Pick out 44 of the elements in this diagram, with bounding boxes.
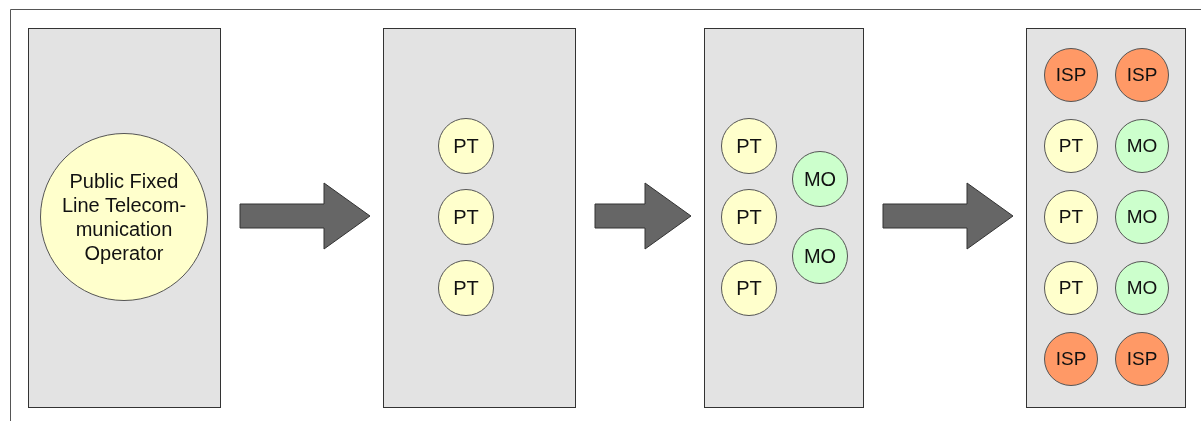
circle-node [1044,332,1098,386]
circle-node [438,118,494,174]
block-arrow [882,182,1014,250]
circle-node [1115,190,1169,244]
panel-box [28,28,221,408]
circle-node [438,260,494,316]
node-label: PT [1058,134,1084,158]
node-label: MO [1126,205,1158,229]
node-label: MO [803,167,837,191]
node-label: ISP [1055,63,1087,87]
circle-node [1115,48,1169,102]
node-label: MO [1126,134,1158,158]
circle-node [1115,332,1169,386]
panel-box [704,28,864,408]
node-label: PT [736,134,762,158]
circle-node [792,228,848,284]
node-label: MO [803,244,837,268]
node-label: PT [1058,205,1084,229]
block-arrow [594,182,692,250]
node-label: ISP [1126,63,1158,87]
panel-box [383,28,576,408]
circle-node [1044,119,1098,173]
node-label: MO [1126,276,1158,300]
circle-node [721,189,777,245]
circle-node [1044,261,1098,315]
circle-node [1115,261,1169,315]
circle-node [721,260,777,316]
node-label: ISP [1055,347,1087,371]
circle-node [438,189,494,245]
circle-node [1044,190,1098,244]
node-label: Public Fixed Line Telecom-munication Operator [61,169,187,265]
circle-node [721,118,777,174]
node-label: PT [453,134,479,158]
node-label: PT [453,276,479,300]
circle-node [1115,119,1169,173]
node-label: PT [453,205,479,229]
node-label: PT [736,205,762,229]
node-label: PT [736,276,762,300]
node-label: PT [1058,276,1084,300]
circle-node [1044,48,1098,102]
panel-box [1026,28,1186,408]
circle-node [792,151,848,207]
block-arrow [239,182,371,250]
node-label: ISP [1126,347,1158,371]
